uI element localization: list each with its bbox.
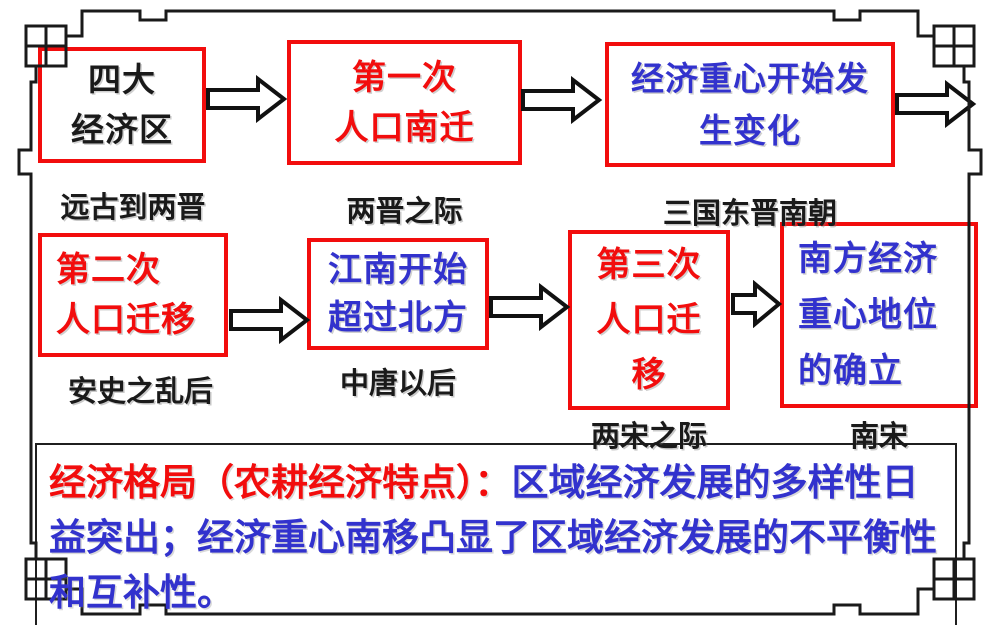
flow-box-economic-center-begins-shift: 经济重心开始发 生变化 <box>605 42 895 167</box>
period-caption: 安史之乱后 <box>67 376 213 408</box>
box-line: 第三次 <box>596 245 702 284</box>
box-line: 江南开始 <box>328 251 468 289</box>
flow-box-third-migration: 第三次 人口迁 移 <box>568 230 730 410</box>
period-caption: 中唐以后 <box>339 368 456 400</box>
flow-box-southern-center-established: 南方经济 重心地位 的确立 <box>780 222 978 408</box>
box-line: 南方经济 <box>798 240 938 278</box>
flow-arrow-icon <box>206 75 288 123</box>
flow-arrow-icon <box>489 283 571 331</box>
period-caption: 远古到两晋 <box>60 192 206 224</box>
box-line: 的确立 <box>798 352 903 390</box>
box-line: 经济区 <box>71 111 173 148</box>
flow-arrow-icon <box>895 80 977 128</box>
box-line: 第二次 <box>56 251 161 289</box>
flow-arrow-icon <box>229 296 311 344</box>
period-caption: 南宋 <box>849 421 908 453</box>
box-line: 人口迁移 <box>56 301 196 339</box>
summary-text: 经济格局（农耕经济特点）：区域经济发展的多样性日益突出；经济重心南移凸显了区域经… <box>49 455 947 620</box>
flow-box-south-surpasses-north: 江南开始 超过北方 <box>307 238 489 350</box>
flow-arrow-icon <box>521 76 603 124</box>
box-line: 第一次 <box>352 58 457 97</box>
summary-body: 区域经济发展的多样性日益突出；经济重心南移凸显了区域经济发展的不平衡性和互补性。 <box>49 462 937 613</box>
box-line: 重心地位 <box>798 296 938 334</box>
summary-lead: 经济格局（农耕经济特点）： <box>49 462 512 503</box>
flow-arrow-icon <box>731 280 783 328</box>
flow-box-second-migration: 第二次 人口迁移 <box>38 233 228 357</box>
flow-box-four-economic-regions: 四大 经济区 <box>38 47 206 163</box>
box-line: 超过北方 <box>328 299 468 337</box>
period-caption: 三国东晋南朝 <box>662 198 837 230</box>
period-caption: 两晋之际 <box>346 196 463 228</box>
period-caption: 两宋之际 <box>590 421 707 453</box>
box-line: 生变化 <box>699 111 801 149</box>
box-line: 移 <box>631 355 667 394</box>
summary-box: 经济格局（农耕经济特点）：区域经济发展的多样性日益突出；经济重心南移凸显了区域经… <box>35 443 957 625</box>
box-line: 人口迁 <box>596 300 702 339</box>
box-line: 经济重心开始发 <box>631 59 869 97</box>
flow-box-first-southward-migration: 第一次 人口南迁 <box>287 40 522 165</box>
box-line: 人口南迁 <box>334 108 475 147</box>
box-line: 四大 <box>88 61 156 98</box>
